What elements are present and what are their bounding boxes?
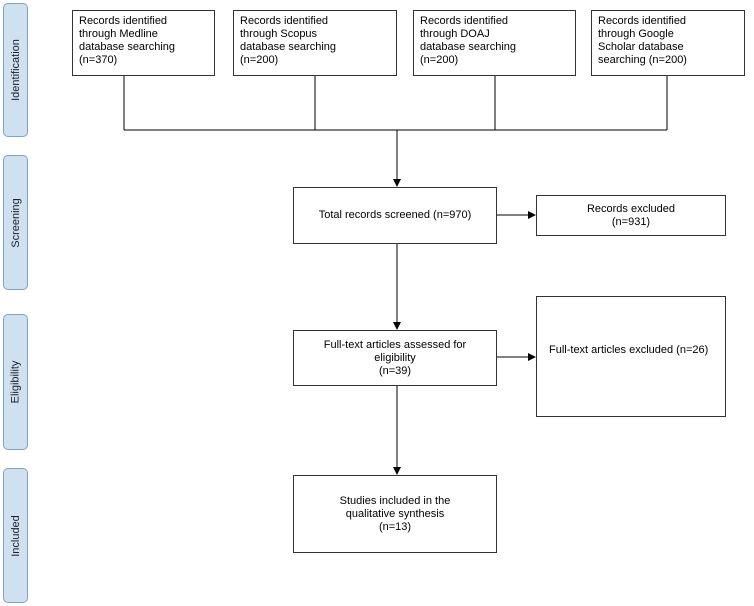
text-line: Records identified — [240, 15, 329, 27]
text-line: eligibility — [374, 351, 416, 364]
text-line: Records identified — [420, 15, 509, 27]
phase-screening: Screening — [3, 155, 28, 290]
phase-eligibility: Eligibility — [3, 314, 28, 450]
text-line: (n=370) — [79, 54, 118, 66]
text-line: Records identified — [79, 15, 168, 27]
box-studies-included: Studies included in the qualitative synt… — [293, 475, 497, 553]
text-line: Full-text articles excluded (n=26) — [549, 344, 709, 356]
text-line: Studies included in the — [339, 494, 451, 507]
text-line: Scholar database — [598, 41, 684, 53]
text-line: Total records screened (n=970) — [318, 209, 472, 221]
box-records-doaj: Records identified through DOAJ database… — [413, 10, 576, 76]
phase-identification: Identification — [3, 3, 28, 137]
text-line: (n=13) — [378, 520, 412, 533]
box-fulltext-excluded: Full-text articles excluded (n=26) — [536, 296, 726, 417]
text-line: through DOAJ — [420, 28, 490, 40]
text-line: database searching — [420, 41, 517, 53]
text-line: database searching — [79, 41, 176, 53]
box-records-medline: Records identified through Medline datab… — [72, 10, 215, 76]
text-line: through Medline — [79, 28, 158, 40]
text-line: through Google — [598, 28, 674, 40]
text-line: searching (n=200) — [598, 54, 687, 66]
box-total-screened: Total records screened (n=970) — [293, 187, 497, 244]
box-records-excluded: Records excluded (n=931) — [536, 195, 726, 236]
text-line: Records excluded — [586, 202, 676, 215]
phase-included: Included — [3, 468, 28, 603]
text-line: qualitative synthesis — [345, 507, 445, 520]
text-line: database searching — [240, 41, 337, 53]
text-line: Records identified — [598, 15, 687, 27]
box-fulltext-assessed: Full-text articles assessed for eligibil… — [293, 330, 497, 386]
text-line: Full-text articles assessed for — [323, 338, 467, 351]
text-line: (n=200) — [240, 54, 279, 66]
text-line: (n=931) — [611, 215, 651, 228]
text-line: (n=200) — [420, 54, 459, 66]
box-records-google-scholar: Records identified through Google Schola… — [591, 10, 745, 76]
box-records-scopus: Records identified through Scopus databa… — [233, 10, 397, 76]
text-line: (n=39) — [378, 364, 412, 377]
text-line: through Scopus — [240, 28, 318, 40]
